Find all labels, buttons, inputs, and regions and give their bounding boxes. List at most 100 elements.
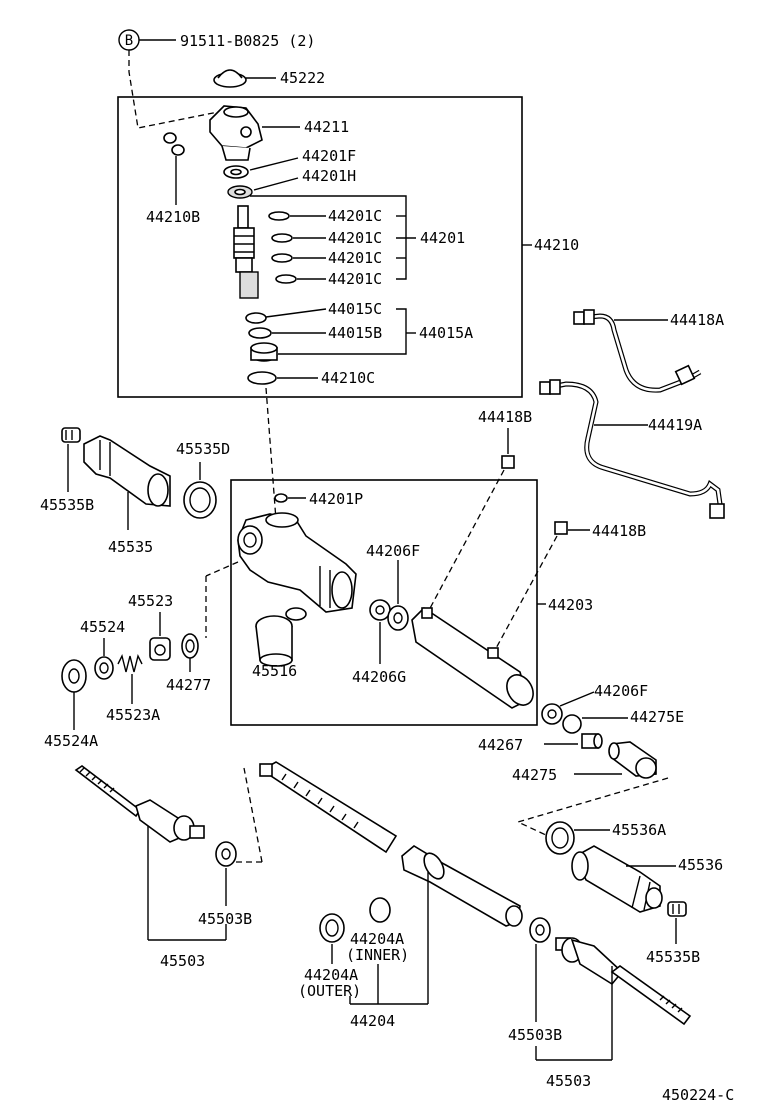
label-44211: 44211 — [304, 118, 349, 136]
part-44206-bushings — [369, 599, 409, 631]
label-45535b-2: 45535B — [646, 948, 700, 966]
part-44201-valve-shaft — [233, 205, 259, 299]
part-44015-seals — [245, 312, 278, 362]
part-45536-boot — [571, 845, 663, 913]
part-44203-cylinder-tube — [411, 606, 534, 709]
label-45523a: 45523A — [106, 706, 160, 724]
part-44204-rack — [259, 761, 523, 927]
dash-valve-to-housing — [265, 387, 277, 521]
part-44418b-nut-1 — [501, 455, 515, 469]
part-45503b-nut-2 — [529, 917, 551, 943]
label-44201c-3: 44201C — [328, 249, 382, 267]
part-44206f-bushing-2 — [541, 703, 563, 725]
label-44210: 44210 — [534, 236, 579, 254]
label-45535: 45535 — [108, 538, 153, 556]
part-44201p-plug — [274, 493, 288, 503]
part-44204a-outer-bushing — [319, 913, 345, 943]
label-44203: 44203 — [548, 596, 593, 614]
part-45523a-spring — [117, 653, 143, 673]
part-45524a-locknut — [61, 659, 87, 693]
part-45536a-clamp — [545, 821, 575, 855]
rack-housing-group-frame — [230, 479, 538, 726]
label-44204: 44204 — [350, 1012, 395, 1030]
label-45503-1: 45503 — [160, 952, 205, 970]
part-45503-tie-rod-right — [555, 937, 692, 1026]
part-45535b-clamp-2 — [667, 901, 687, 917]
part-44418a-tube — [573, 309, 702, 393]
label-44418a: 44418A — [670, 311, 724, 329]
part-44211-valve-housing — [209, 105, 263, 161]
part-45503-tie-rod-left — [74, 765, 205, 843]
part-44210b-plugs — [163, 132, 185, 156]
label-45516: 45516 — [252, 662, 297, 680]
label-44419a: 44419A — [648, 416, 702, 434]
label-44210b: 44210B — [146, 208, 200, 226]
label-44206f-2: 44206F — [594, 682, 648, 700]
label-45503b-2: 45503B — [508, 1026, 562, 1044]
part-44203-rack-housing — [237, 512, 357, 613]
label-45503-2: 45503 — [546, 1072, 591, 1090]
part-44204a-inner-bushing — [369, 897, 391, 923]
label-44418b-2: 44418B — [592, 522, 646, 540]
label-91511-b0825: 91511-B0825 (2) — [180, 32, 315, 50]
circle-b-marker: B — [118, 29, 140, 51]
part-44419a-tube — [539, 379, 725, 519]
label-44206g: 44206G — [352, 668, 406, 686]
part-44267-seal — [581, 733, 603, 749]
label-44201p: 44201P — [309, 490, 363, 508]
label-44015c: 44015C — [328, 300, 382, 318]
diagram-id-label: 450224-C — [662, 1086, 734, 1104]
label-44206f-1: 44206F — [366, 542, 420, 560]
label-44418b-1: 44418B — [478, 408, 532, 426]
label-44201c-2: 44201C — [328, 229, 382, 247]
label-45222: 45222 — [280, 69, 325, 87]
bracket-44015a — [278, 308, 407, 355]
label-44275e: 44275E — [630, 708, 684, 726]
svg-text:B: B — [125, 33, 133, 49]
label-45536a: 45536A — [612, 821, 666, 839]
part-44201h-bearing — [227, 185, 253, 199]
label-44277: 44277 — [166, 676, 211, 694]
part-44201c-seals — [268, 211, 297, 284]
label-44210c: 44210C — [321, 369, 375, 387]
part-44277-plug — [181, 633, 199, 659]
label-44267: 44267 — [478, 736, 523, 754]
dash-bolt-path — [128, 50, 219, 129]
part-45222-cap — [213, 69, 247, 88]
part-45535d-clamp — [183, 481, 217, 519]
label-44204a-outer: 44204A — [304, 966, 358, 984]
part-44210c-oring — [247, 371, 277, 385]
label-44201c-1: 44201C — [328, 207, 382, 225]
label-44204a-inner: 44204A — [350, 930, 404, 948]
part-45535-boot — [83, 435, 171, 507]
part-45524-cap — [94, 656, 114, 680]
dash-housing-to-44277 — [205, 561, 239, 577]
part-44418b-nut-2 — [554, 521, 568, 535]
label-45535d: 45535D — [176, 440, 230, 458]
label-45536: 45536 — [678, 856, 723, 874]
label-44201c-4: 44201C — [328, 270, 382, 288]
label-44201: 44201 — [420, 229, 465, 247]
part-44275e-ring — [562, 714, 582, 734]
label-45524: 45524 — [80, 618, 125, 636]
label-outer: (OUTER) — [298, 982, 361, 1000]
part-44201f-seal — [223, 165, 249, 179]
part-45503b-nut-1 — [215, 841, 237, 867]
label-44015a: 44015A — [419, 324, 473, 342]
label-44201h: 44201H — [302, 167, 356, 185]
dash-44275-to-boot — [516, 777, 669, 837]
label-45535b-1: 45535B — [40, 496, 94, 514]
part-45516-sleeve — [255, 607, 307, 667]
part-45535b-clamp — [61, 427, 81, 443]
label-inner: (INNER) — [346, 946, 409, 964]
label-44275: 44275 — [512, 766, 557, 784]
dash-to-rack-end — [243, 767, 263, 863]
part-44275-seal-holder — [608, 741, 657, 779]
label-45524a: 45524A — [44, 732, 98, 750]
label-45523: 45523 — [128, 592, 173, 610]
label-44201f: 44201F — [302, 147, 356, 165]
label-45503b-1: 45503B — [198, 910, 252, 928]
part-45523-guide — [149, 637, 171, 661]
label-44015b: 44015B — [328, 324, 382, 342]
